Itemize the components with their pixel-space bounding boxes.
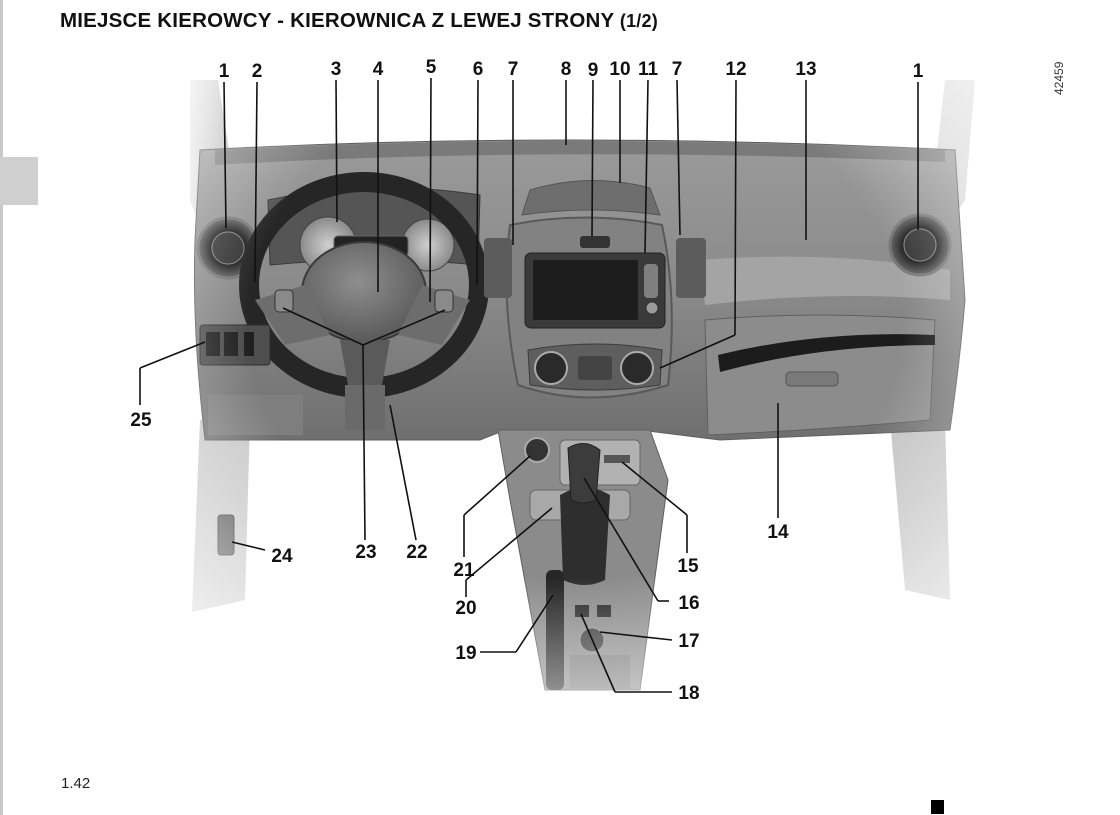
callout-1-left: 1 [219,61,230,82]
chapter-tab [0,157,38,205]
callout-20: 20 [455,598,476,619]
callout-15: 15 [677,556,699,577]
callout-18: 18 [678,683,699,704]
callout-21: 21 [453,560,475,581]
end-of-section-mark [931,800,944,814]
leader-lines [139,77,919,693]
callout-25: 25 [130,410,152,431]
callout-2: 2 [252,61,263,82]
callout-13: 13 [795,59,816,80]
page-number: 1.42 [61,775,91,792]
callout-19: 19 [455,643,476,664]
page-title-part: (1/2) [619,11,658,31]
callout-3: 3 [331,59,342,80]
callout-11: 11 [638,59,659,80]
page-edge-rule [0,0,3,815]
callout-10: 10 [609,59,630,80]
callout-numbers: 1 2 3 4 5 6 7 8 9 10 11 7 12 13 1 25 14 … [130,57,923,704]
callout-7-left: 7 [508,59,519,80]
page-title-text: MIEJSCE KIEROWCY - KIEROWNICA Z LEWEJ ST… [60,9,614,32]
callout-23: 23 [355,542,376,563]
page-title: MIEJSCE KIEROWCY - KIEROWNICA Z LEWEJ ST… [60,9,658,33]
callout-6: 6 [473,59,484,80]
callout-22: 22 [406,542,427,563]
callout-16: 16 [678,593,699,614]
callout-12: 12 [725,59,746,80]
callout-5: 5 [426,57,437,78]
callout-1-right: 1 [913,61,924,82]
illustration-fade [150,60,1000,720]
callout-24: 24 [271,546,293,567]
callout-4: 4 [373,59,384,80]
callout-9: 9 [588,60,599,81]
callout-8: 8 [561,59,572,80]
callout-14: 14 [767,522,789,543]
callout-7-right: 7 [672,59,683,80]
callout-17: 17 [678,631,699,652]
